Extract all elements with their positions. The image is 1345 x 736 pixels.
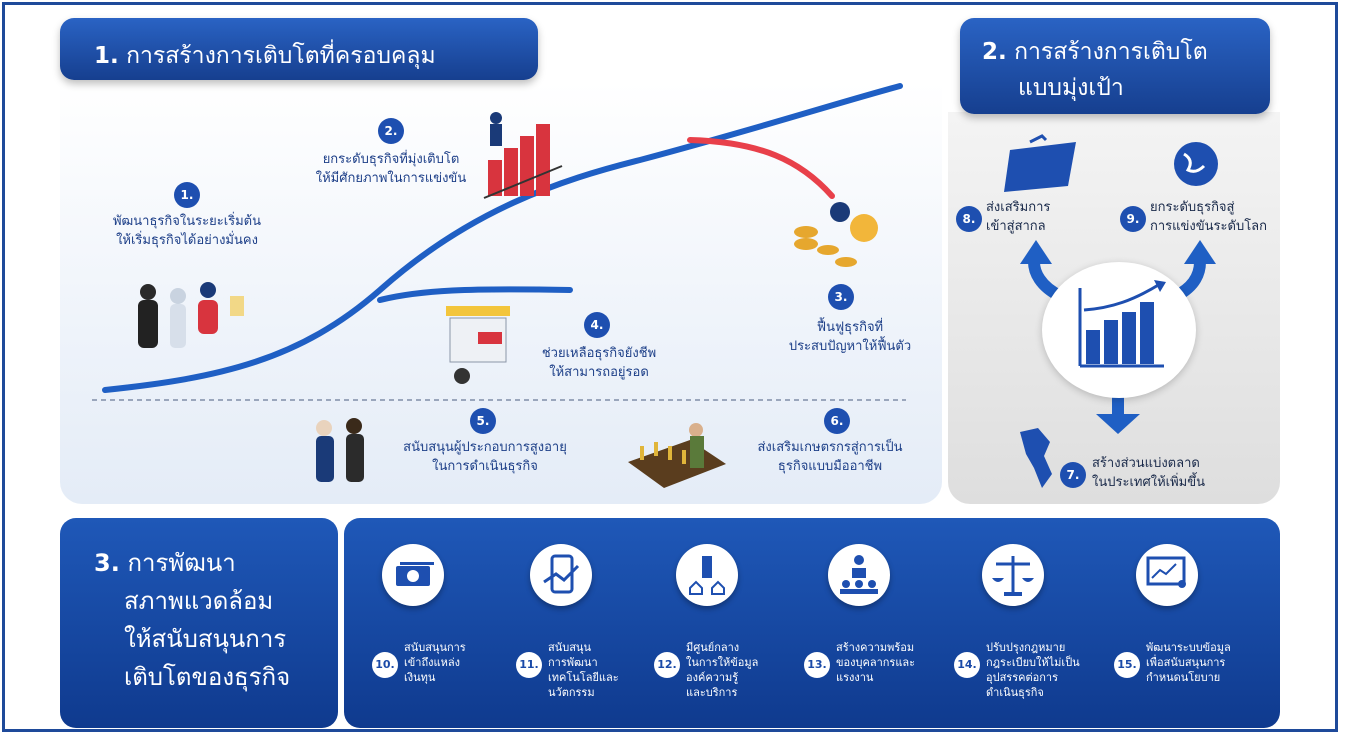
env-item14-label: ปรับปรุงกฎหมาย กฎระเบียบให้ไม่เป็น อุปสร… xyxy=(986,641,1080,699)
item5-label: สนับสนุนผู้ประกอบการสูงอายุ ในการดำเนินธ… xyxy=(403,440,567,474)
item7-badge: 7. xyxy=(1060,462,1086,488)
item1-label: พัฒนาธุรกิจในระยะเริ่มต้น ให้เริ่มธุรกิจ… xyxy=(112,214,262,248)
decline-curve xyxy=(687,137,835,199)
item9-badge: 9. xyxy=(1120,206,1146,232)
item2-label: ยกระดับธุรกิจที่มุ่งเติบโต ให้มีศักยภาพใ… xyxy=(315,152,467,186)
section1-header: 1. การสร้างการเติบโตที่ครอบคลุม xyxy=(60,18,538,80)
env-item15-label: พัฒนาระบบข้อมูล เพื่อสนับสนุนการ กำหนดนโ… xyxy=(1146,641,1231,684)
item1-badge: 1. xyxy=(174,182,200,208)
thailand-map-icon xyxy=(1020,428,1052,488)
growth-chart-circle xyxy=(1042,262,1196,398)
section3-title-line1: การพัฒนา xyxy=(127,549,236,577)
env-item15-badge: 15. xyxy=(1114,652,1140,678)
env-item12-label: มีศูนย์กลาง ในการให้ข้อมูล องค์ความรู้ แ… xyxy=(686,641,759,699)
scales-icon xyxy=(982,544,1044,606)
item5-badge: 5. xyxy=(470,408,496,434)
env-item14-badge: 14. xyxy=(954,652,980,678)
section3-title-line4: เติบโตของธุรกิจ xyxy=(124,663,291,691)
people-illustration xyxy=(138,282,244,348)
item9-label: ยกระดับธุรกิจสู่ การแข่งขันระดับโลก xyxy=(1150,200,1268,234)
section2-title-line1: การสร้างการเติบโต xyxy=(1014,39,1208,65)
section3-panel xyxy=(344,518,1280,728)
globe-icon xyxy=(1174,142,1218,186)
world-map-icon xyxy=(1004,134,1076,192)
red-bars-illustration xyxy=(483,112,563,199)
item8-badge: 8. xyxy=(956,206,982,232)
item6-label: ส่งเสริมเกษตรกรสู่การเป็น ธุรกิจแบบมืออา… xyxy=(757,440,903,474)
item3-label: ฟื้นฟูธุรกิจที่ ประสบปัญหาให้ฟื้นตัว xyxy=(788,320,912,354)
coins-illustration xyxy=(794,202,878,267)
item4-badge: 4. xyxy=(584,312,610,338)
section3-title-line2: สภาพแวดล้อม xyxy=(124,587,274,615)
env-item10-label: สนับสนุนการ เข้าถึงแหล่ง เงินทุน xyxy=(404,641,466,684)
growth-curve xyxy=(102,83,903,393)
item8-label: ส่งเสริมการ เข้าสู่สากล xyxy=(986,200,1051,234)
presentation-icon xyxy=(1136,544,1198,606)
audience-speaker-icon xyxy=(828,544,890,606)
smartphone-chart-icon xyxy=(530,544,592,606)
env-item13-badge: 13. xyxy=(804,652,830,678)
env-item11-label: สนับสนุน การพัฒนา เทคโนโลยีและ นวัตกรรม xyxy=(548,641,619,699)
env-item11-badge: 11. xyxy=(516,652,542,678)
bar-chart-up-icon xyxy=(1078,280,1166,368)
survival-curve xyxy=(377,286,573,303)
item2-badge: 2. xyxy=(378,118,404,144)
item6-badge: 6. xyxy=(824,408,850,434)
food-cart-illustration xyxy=(446,306,510,384)
section1-title: การสร้างการเติบโตที่ครอบคลุม xyxy=(126,43,436,69)
item7-label: สร้างส่วนแบ่งตลาด ในประเทศให้เพิ่มขึ้น xyxy=(1092,456,1205,490)
item4-label: ช่วยเหลือธุรกิจยังชีพ ให้สามารถอยู่รอด xyxy=(541,346,657,380)
building-network-icon xyxy=(676,544,738,606)
section3-title-line3: ให้สนับสนุนการ xyxy=(124,625,287,653)
arrow-down xyxy=(1096,396,1140,434)
env-item12-badge: 12. xyxy=(654,652,680,678)
env-item13-label: สร้างความพร้อม ของบุคลากรและ แรงงาน xyxy=(836,641,916,684)
section2-header: 2. การสร้างการเติบโต แบบมุ่งเป้า xyxy=(960,18,1270,114)
elders-illustration xyxy=(316,418,364,482)
env-item10-badge: 10. xyxy=(372,652,398,678)
item3-badge: 3. xyxy=(828,284,854,310)
crop-field-illustration xyxy=(628,423,726,488)
section3-header: 3. การพัฒนา สภาพแวดล้อม ให้สนับสนุนการ เ… xyxy=(60,518,338,728)
money-icon xyxy=(382,544,444,606)
section2-title-line2: แบบมุ่งเป้า xyxy=(1018,75,1124,101)
